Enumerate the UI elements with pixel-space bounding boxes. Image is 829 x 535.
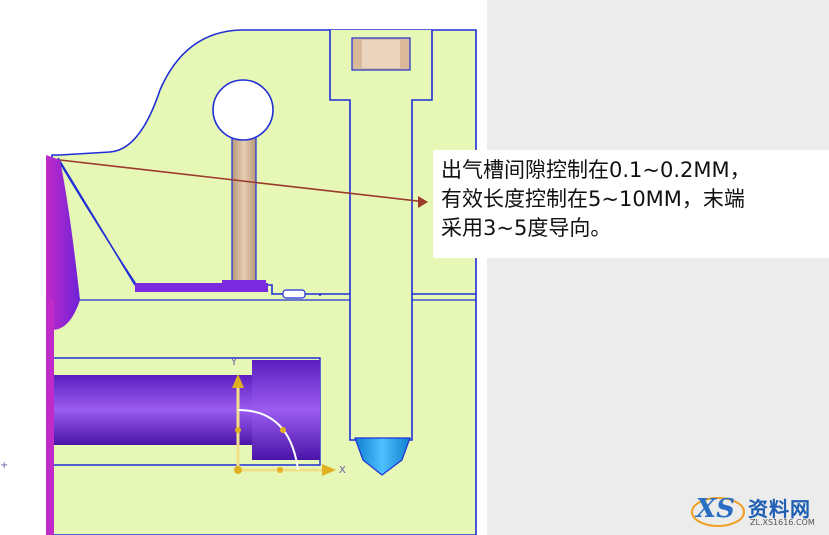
svg-text:+: + <box>0 460 8 471</box>
axis-label-x: X <box>339 465 346 476</box>
annotation-line-3: 采用3~5度导向。 <box>441 216 612 240</box>
vent-groove-taper <box>57 159 141 291</box>
ejector-pin-hole <box>212 79 274 141</box>
bolt-tip <box>354 437 411 476</box>
horizontal-pin-head <box>252 360 320 460</box>
side-core-strip <box>46 300 54 535</box>
leader-arrowhead <box>418 196 428 208</box>
horizontal-pin <box>52 375 252 445</box>
vent-slot-bottom <box>135 283 268 292</box>
watermark-url: ZL.XS1616.COM <box>750 518 815 527</box>
watermark-logo-text: XS <box>696 494 735 524</box>
coordinate-triad-icon <box>232 374 336 476</box>
leader-line <box>59 159 427 203</box>
ejector-pin-shaft <box>231 131 257 285</box>
watermark-logo-icon <box>691 497 745 527</box>
axis-label-y: Y <box>231 357 238 368</box>
viewport-background-gray <box>487 0 829 535</box>
watermark: XS 资料网 ZL.XS1616.COM <box>690 490 829 535</box>
annotation-line-1: 出气槽间隙控制在0.1~0.2MM， <box>441 158 751 182</box>
vent-slot-small <box>282 289 306 299</box>
bolt-head-inner <box>362 40 400 68</box>
annotation-line-2: 有效长度控制在5~10MM，末端 <box>441 187 745 211</box>
watermark-site-name: 资料网 <box>748 497 811 521</box>
annotation-callout: 出气槽间隙控制在0.1~0.2MM， 有效长度控制在5~10MM，末端 采用3~… <box>433 150 829 258</box>
side-core-part <box>46 155 80 535</box>
ejector-pin-base <box>222 280 266 286</box>
